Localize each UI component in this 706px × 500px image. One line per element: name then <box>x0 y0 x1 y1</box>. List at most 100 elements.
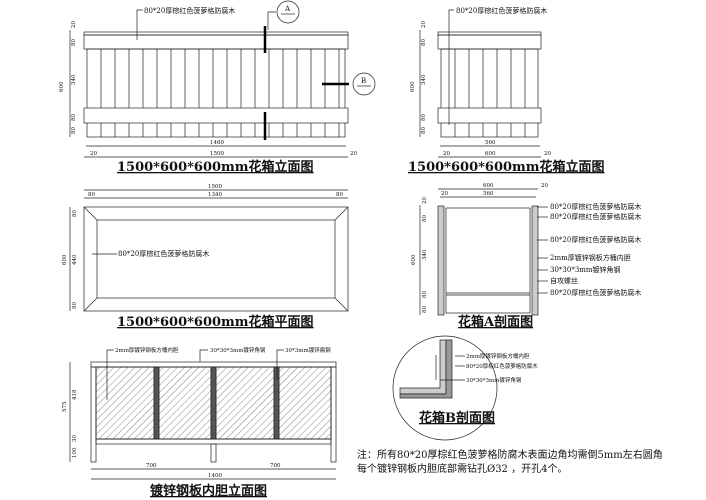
section-a-title: 花箱A剖面图 <box>458 314 533 330</box>
front-elevation: 80*20厚棕红色菠萝格防腐木 A B 600 20 80 340 80 80 … <box>59 0 376 175</box>
dim: 600 <box>411 254 417 265</box>
dim: 80 <box>72 302 78 309</box>
slats <box>100 49 340 137</box>
section-a-label: 自攻螺丝 <box>550 276 578 285</box>
dim: 80 <box>71 39 77 46</box>
section-b-label: 80*20厚棕红色菠萝格防腐木 <box>466 362 538 370</box>
top-angle <box>90 361 337 368</box>
dim: 20 <box>443 151 450 157</box>
liner-label: 2mm厚镀锌钢板方桶内胆 <box>115 346 179 354</box>
wood-wall-right <box>531 205 539 316</box>
leader-line <box>448 9 454 125</box>
dim: 700 <box>270 463 281 469</box>
top-rail <box>83 34 349 50</box>
slat-area <box>86 48 346 138</box>
dim: 20 <box>350 151 357 157</box>
miter <box>334 206 349 221</box>
dim: 80 <box>422 306 428 313</box>
wood-section <box>399 339 453 399</box>
top-rail <box>437 34 542 50</box>
section-b-marker[interactable] <box>352 72 376 96</box>
miter <box>83 297 98 312</box>
section-a-label: 80*20厚棕红色菠萝格防腐木 <box>550 212 641 221</box>
section-b-label: 2mm厚镀锌钢板方桶内胆 <box>466 352 530 360</box>
dim: 20 <box>71 21 77 28</box>
leader-line <box>276 349 284 380</box>
leader-line <box>136 9 143 40</box>
liner-elevation: 2mm厚镀锌钢板方桶内胆 30*30*3mm镀锌角钢 30*3mm镀锌扁钢 57… <box>62 346 337 499</box>
dim: 80 <box>421 39 427 46</box>
dim-600: 600 <box>59 81 65 92</box>
hatched-panel <box>158 366 212 440</box>
steel-liner <box>445 207 531 314</box>
section-a-leader <box>267 11 276 30</box>
outer-frame <box>83 206 349 312</box>
section-a-labels: 80*20厚棕红色菠萝格防腐木 80*20厚棕红色菠萝格防腐木 80*20厚棕红色菠… <box>537 202 641 297</box>
section-b-letter: B <box>361 77 366 85</box>
liner-label: 30*3mm镀锌扁钢 <box>285 346 331 354</box>
slats <box>454 49 526 137</box>
dim: 80 <box>421 127 427 134</box>
section-a-label: 80*20厚棕红色菠萝格防腐木 <box>550 235 641 244</box>
top-cap <box>83 31 349 36</box>
dim: 80 <box>88 192 95 198</box>
dim: 560 <box>483 191 494 197</box>
dim: 600 <box>62 254 68 265</box>
bottom-angle <box>95 438 332 445</box>
section-a-label: 2mm厚镀锌钢板方桶内胆 <box>550 253 631 262</box>
side-elevation-title: 1500*600*600mm花箱立面图 <box>408 159 605 175</box>
dim: 600 <box>483 183 494 189</box>
dim: 20 <box>90 151 97 157</box>
lower-rail <box>437 107 542 124</box>
dim: 20 <box>441 191 448 197</box>
dim: 30 <box>72 435 78 442</box>
hatched-panel <box>215 366 275 440</box>
dim: 600 <box>410 81 416 92</box>
flat-bar <box>273 366 280 440</box>
liner-label: 30*30*3mm镀锌角钢 <box>210 346 266 354</box>
dim: 1460 <box>210 140 224 146</box>
miter <box>334 297 349 312</box>
dim: 418 <box>72 389 78 400</box>
dim: 340 <box>71 74 77 85</box>
section-b-title: 花箱B剖面图 <box>419 410 495 426</box>
leg-middle <box>210 443 217 463</box>
flat-bar <box>153 366 160 440</box>
dim: 700 <box>146 463 157 469</box>
dim: 80 <box>71 114 77 121</box>
inner-frame <box>96 219 336 299</box>
leader-line <box>106 349 114 400</box>
dim: 100 <box>72 447 78 458</box>
side-elevation: 80*20厚棕红色菠萝格防腐木 600 20 80 340 80 80 560 … <box>408 6 605 175</box>
dim: 1500 <box>210 151 224 157</box>
slat-area <box>440 48 539 138</box>
dim: 80 <box>422 215 428 222</box>
leg-left <box>90 366 97 463</box>
section-a-label: 80*20厚棕红色菠萝格防腐木 <box>550 288 641 297</box>
liner-title: 镀锌钢板内胆立面图 <box>150 483 267 499</box>
material-label: 80*20厚棕红色菠萝格防腐木 <box>144 6 235 15</box>
front-elevation-title: 1500*600*600mm花箱立面图 <box>117 159 314 175</box>
dim: 20 <box>421 21 427 28</box>
section-b: 2mm厚镀锌钢板方桶内胆 80*20厚棕红色菠萝格防腐木 30*30*3mm镀锌… <box>392 335 538 441</box>
dim: 80 <box>72 210 78 217</box>
dim: 575 <box>62 401 68 412</box>
hatched-panel <box>278 366 332 440</box>
section-a-letter: A <box>284 5 291 13</box>
dim: 20 <box>544 151 551 157</box>
wood-wall-left <box>437 205 445 316</box>
material-label: 80*20厚棕红色菠萝格防腐木 <box>118 249 209 258</box>
angle-steel <box>210 366 217 440</box>
dim: 80 <box>421 114 427 121</box>
section-a-marker[interactable] <box>276 0 300 24</box>
leader-line <box>199 349 208 362</box>
plan-title: 1500*600*600mm花箱平面图 <box>117 314 314 330</box>
dim: 80 <box>71 127 77 134</box>
section-b-label: 30*30*3mm镀锌角钢 <box>466 376 522 384</box>
dim: 1400 <box>208 473 222 479</box>
top-cap <box>437 31 542 36</box>
dim: 440 <box>72 254 78 265</box>
dim: 340 <box>422 249 428 260</box>
angle-steel-section <box>399 339 447 395</box>
lower-rail <box>83 107 349 124</box>
